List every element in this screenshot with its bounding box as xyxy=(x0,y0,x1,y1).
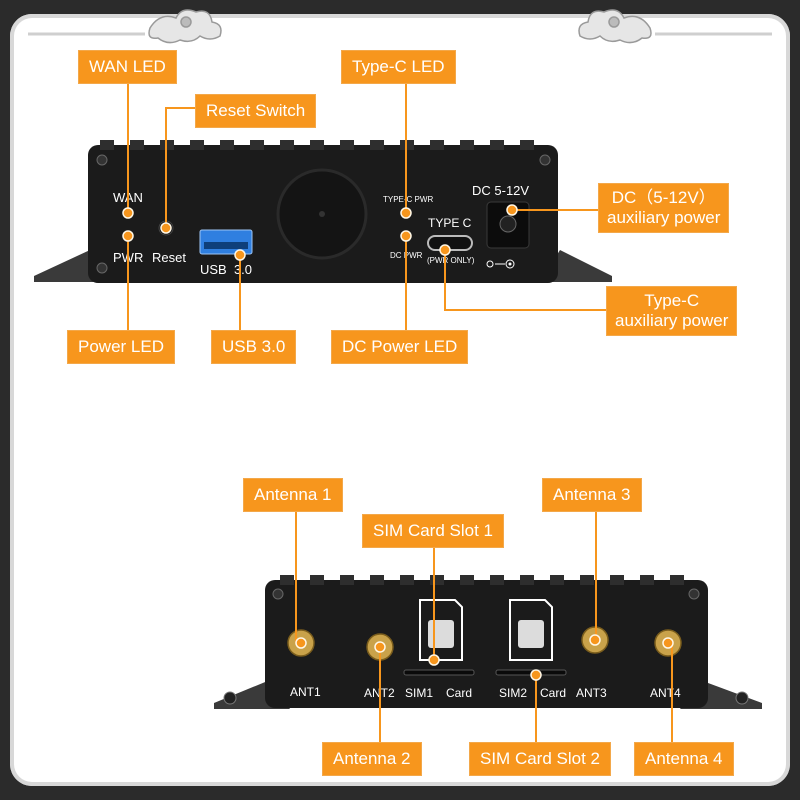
callout-type-c-aux-power-line1: Type-C xyxy=(644,291,700,310)
panel-text-card1: Card xyxy=(446,686,473,700)
callout-dc-power-led: DC Power LED xyxy=(331,330,469,364)
callout-antenna3: Antenna 3 xyxy=(542,478,642,512)
callout-dc-aux-power: DC（5-12V） auxiliary power xyxy=(598,183,730,233)
panel-text-card2: Card xyxy=(540,686,567,700)
panel-text-typec-pwr: TYPE-C PWR xyxy=(383,195,434,204)
panel-text-usb: USB 3.0 xyxy=(200,262,253,277)
callout-antenna4: Antenna 4 xyxy=(634,742,734,776)
panel-text-reset: Reset xyxy=(152,250,186,265)
callout-dc-aux-power-line2: auxiliary power xyxy=(607,208,721,227)
callout-usb30: USB 3.0 xyxy=(211,330,297,364)
callout-wan-led: WAN LED xyxy=(78,50,177,84)
panel-text-pwr-only: (PWR ONLY) xyxy=(427,256,475,265)
callout-reset-switch: Reset Switch xyxy=(195,94,317,128)
panel-text-ant3: ANT3 xyxy=(576,686,607,700)
callout-dc-aux-power-line1: DC（5-12V） xyxy=(611,188,716,207)
panel-text-type-c: TYPE C xyxy=(428,216,472,230)
panel-text-dc-label: DC 5-12V xyxy=(472,183,530,198)
callout-antenna1: Antenna 1 xyxy=(243,478,343,512)
panel-text-sim1: SIM1 xyxy=(405,686,434,700)
sim-card-icon xyxy=(419,599,553,661)
callout-power-led: Power LED xyxy=(67,330,175,364)
callout-antenna2: Antenna 2 xyxy=(322,742,422,776)
sim-slot1-icon xyxy=(403,669,475,676)
callout-sim-slot2: SIM Card Slot 2 xyxy=(469,742,611,776)
callout-sim-slot1: SIM Card Slot 1 xyxy=(362,514,504,548)
callout-type-c-aux-power: Type-C auxiliary power xyxy=(606,286,738,336)
panel-text-ant1: ANT1 xyxy=(290,685,321,699)
panel-text-ant4: ANT4 xyxy=(650,686,681,700)
panel-text-sim2: SIM2 xyxy=(499,686,528,700)
callout-type-c-aux-power-line2: auxiliary power xyxy=(615,311,729,330)
callout-type-c-led: Type-C LED xyxy=(341,50,456,84)
